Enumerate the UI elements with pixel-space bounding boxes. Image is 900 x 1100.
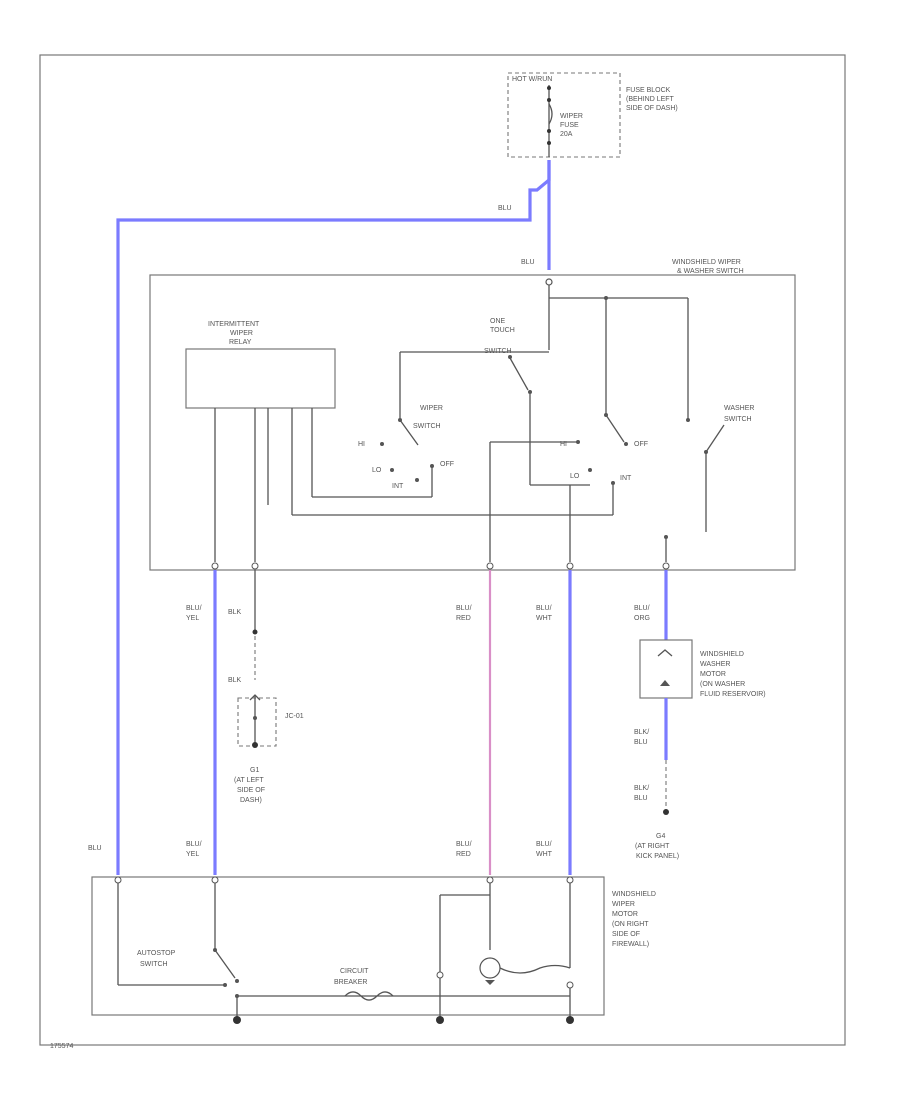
wire-label-blk-blu-2b: BLU bbox=[634, 795, 648, 802]
relay-label-3: RELAY bbox=[229, 339, 252, 346]
ground-g4-1: G4 bbox=[656, 833, 665, 840]
right-pos-hi: HI bbox=[560, 441, 567, 448]
wire-label-blu-org-b: ORG bbox=[634, 615, 650, 622]
wire-label-blu-yel-2b: YEL bbox=[186, 851, 199, 858]
left-pos-hi: HI bbox=[358, 441, 365, 448]
wire-label-blu-switch: BLU bbox=[521, 259, 535, 266]
wire-blu-feed bbox=[116, 160, 551, 875]
wire-label-blu-yel-2a: BLU/ bbox=[186, 841, 202, 848]
washer-switch-label-2: SWITCH bbox=[724, 416, 752, 423]
wire-label-blu-top: BLU bbox=[498, 205, 512, 212]
left-pos-int: INT bbox=[392, 483, 404, 490]
fuse-name-3: 20A bbox=[560, 131, 573, 138]
wire-label-blu-red-1b: RED bbox=[456, 615, 471, 622]
switch-title-2: & WASHER SWITCH bbox=[677, 268, 744, 275]
wiper-switch-label-2: SWITCH bbox=[413, 423, 441, 430]
washer-switch-label-1: WASHER bbox=[724, 405, 754, 412]
wiper-washer-switch-assembly: WINDSHIELD WIPER & WASHER SWITCH INTERMI… bbox=[149, 259, 796, 571]
relay-label-1: INTERMITTENT bbox=[208, 321, 260, 328]
fuse-hot-label: HOT W/RUN bbox=[512, 76, 552, 83]
autostop-label-2: SWITCH bbox=[140, 961, 168, 968]
wire-label-blk-blu-1b: BLU bbox=[634, 739, 648, 746]
ground-g4-2: (AT RIGHT bbox=[635, 843, 670, 850]
wire-label-blu-red-2b: RED bbox=[456, 851, 471, 858]
wire-label-blu-red-2a: BLU/ bbox=[456, 841, 472, 848]
wiper-motor-2: WIPER bbox=[612, 901, 635, 908]
ground-g1-3: SIDE OF bbox=[237, 787, 265, 794]
wire-label-blu-wht-2b: WHT bbox=[536, 851, 553, 858]
fuse-symbol bbox=[548, 103, 553, 125]
breaker-label-1: CIRCUIT bbox=[340, 968, 369, 975]
wiper-switch-label-1: WIPER bbox=[420, 405, 443, 412]
one-touch-contact bbox=[509, 357, 529, 391]
wire-label-blu-org-a: BLU/ bbox=[634, 605, 650, 612]
wiper-motor-5: SIDE OF bbox=[612, 931, 640, 938]
diagram-code: 175574 bbox=[50, 1043, 73, 1050]
wiper-motor-symbol bbox=[479, 957, 501, 979]
fuse-location-3: SIDE OF DASH) bbox=[626, 105, 678, 112]
wire-label-blk-blu-1a: BLK/ bbox=[634, 729, 649, 736]
washer-motor-4: (ON WASHER bbox=[700, 681, 745, 688]
relay-label-2: WIPER bbox=[230, 330, 253, 337]
ground-g1-4: DASH) bbox=[240, 797, 262, 804]
wire-label-blk-blu-2a: BLK/ bbox=[634, 785, 649, 792]
ground-g1-2: (AT LEFT bbox=[234, 777, 264, 784]
washer-motor-3: MOTOR bbox=[700, 671, 726, 678]
circuit-breaker-symbol bbox=[344, 991, 394, 1001]
right-pos-off: OFF bbox=[634, 441, 648, 448]
wire-label-blu-left: BLU bbox=[88, 845, 102, 852]
wire-label-blu-wht-1a: BLU/ bbox=[536, 605, 552, 612]
one-touch-label-2: TOUCH bbox=[490, 327, 515, 334]
wiper-motor-3: MOTOR bbox=[612, 911, 638, 918]
wiper-motor-1: WINDSHIELD bbox=[612, 891, 656, 898]
left-pos-lo: LO bbox=[372, 467, 382, 474]
junction-label: JC-01 bbox=[285, 713, 304, 720]
wire-label-blu-yel-1b: YEL bbox=[186, 615, 199, 622]
ground-path-left: BLK BLK JC-01 G1 (AT LEFT SIDE OF DASH) bbox=[228, 570, 304, 804]
ground-g1-1: G1 bbox=[250, 767, 259, 774]
washer-motor-1: WINDSHIELD bbox=[700, 651, 744, 658]
right-pos-int: INT bbox=[620, 475, 632, 482]
diagram-frame bbox=[39, 54, 846, 1046]
left-pos-off: OFF bbox=[440, 461, 454, 468]
wiper-motor-assembly: WINDSHIELD WIPER MOTOR (ON RIGHT SIDE OF… bbox=[91, 876, 656, 1024]
wire-label-blu-wht-2a: BLU/ bbox=[536, 841, 552, 848]
switch-title-1: WINDSHIELD WIPER bbox=[672, 259, 741, 266]
washer-motor-2: WASHER bbox=[700, 661, 730, 668]
washer-motor-branch: BLU/ ORG WINDSHIELD WASHER MOTOR (ON WAS… bbox=[634, 570, 766, 860]
fuse-name-1: WIPER bbox=[560, 113, 583, 120]
breaker-label-2: BREAKER bbox=[334, 979, 367, 986]
one-touch-label-1: ONE bbox=[490, 318, 506, 325]
wiper-motor-6: FIREWALL) bbox=[612, 941, 649, 948]
fuse-location-1: FUSE BLOCK bbox=[626, 87, 671, 94]
wire-label-blu-yel-1a: BLU/ bbox=[186, 605, 202, 612]
fuse-block: HOT W/RUN WIPER FUSE 20A FUSE BLOCK (BEH… bbox=[507, 72, 678, 158]
wire-label-blk-1: BLK bbox=[228, 609, 242, 616]
junction-connector-jc01 bbox=[237, 697, 277, 747]
fuse-location-2: (BEHIND LEFT bbox=[626, 96, 675, 103]
washer-motor-5: FLUID RESERVOIR) bbox=[700, 691, 766, 698]
ground-g4-3: KICK PANEL) bbox=[636, 853, 679, 860]
autostop-contact bbox=[214, 949, 236, 979]
wire-label-blu-wht-1b: WHT bbox=[536, 615, 553, 622]
wiper-motor-4: (ON RIGHT bbox=[612, 921, 649, 928]
wire-label-blu-red-1a: BLU/ bbox=[456, 605, 472, 612]
intermittent-wiper-relay bbox=[185, 348, 336, 409]
fuse-name-2: FUSE bbox=[560, 122, 579, 129]
wire-label-blk-2: BLK bbox=[228, 677, 242, 684]
autostop-label-1: AUTOSTOP bbox=[137, 950, 176, 957]
washer-motor-box bbox=[639, 639, 693, 699]
right-pos-lo: LO bbox=[570, 473, 580, 480]
